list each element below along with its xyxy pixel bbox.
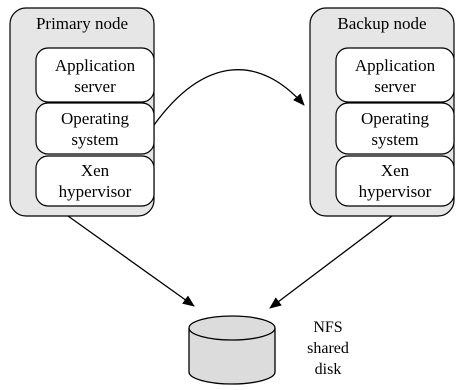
- backup-xen-line2: hypervisor: [359, 182, 432, 201]
- primary-node-title: Primary node: [36, 14, 128, 33]
- backup-to-disk-arrow: [269, 215, 393, 309]
- primary-xen-line1: Xen: [81, 161, 110, 180]
- primary-app-line1: Application: [55, 56, 136, 75]
- primary-xen-hypervisor: Xen hypervisor: [35, 155, 155, 207]
- backup-app-line2: server: [374, 77, 416, 96]
- backup-os-line1: Operating: [361, 109, 429, 128]
- backup-os-line2: system: [371, 130, 418, 149]
- primary-os-line1: Operating: [61, 109, 129, 128]
- primary-operating-system: Operating system: [35, 102, 155, 155]
- backup-xen-hypervisor: Xen hypervisor: [335, 155, 455, 207]
- primary-app-line2: server: [74, 77, 116, 96]
- replication-arrow: [153, 69, 305, 126]
- disk-label-line2: shared: [307, 340, 349, 357]
- backup-node-title: Backup node: [337, 14, 426, 33]
- backup-app-line1: Application: [355, 56, 436, 75]
- primary-to-disk-arrow: [67, 215, 195, 307]
- backup-operating-system: Operating system: [335, 102, 455, 155]
- backup-application-server: Application server: [335, 47, 455, 103]
- backup-xen-line1: Xen: [381, 161, 410, 180]
- primary-xen-line2: hypervisor: [59, 182, 132, 201]
- primary-node: Primary node Application server Operatin…: [9, 7, 155, 217]
- primary-application-server: Application server: [35, 47, 155, 103]
- nfs-disk-icon: [188, 315, 276, 385]
- disk-label-line3: disk: [315, 361, 342, 378]
- backup-node: Backup node Application server Operating…: [309, 7, 455, 217]
- disk-label-line1: NFS: [313, 319, 342, 336]
- primary-os-line2: system: [71, 130, 118, 149]
